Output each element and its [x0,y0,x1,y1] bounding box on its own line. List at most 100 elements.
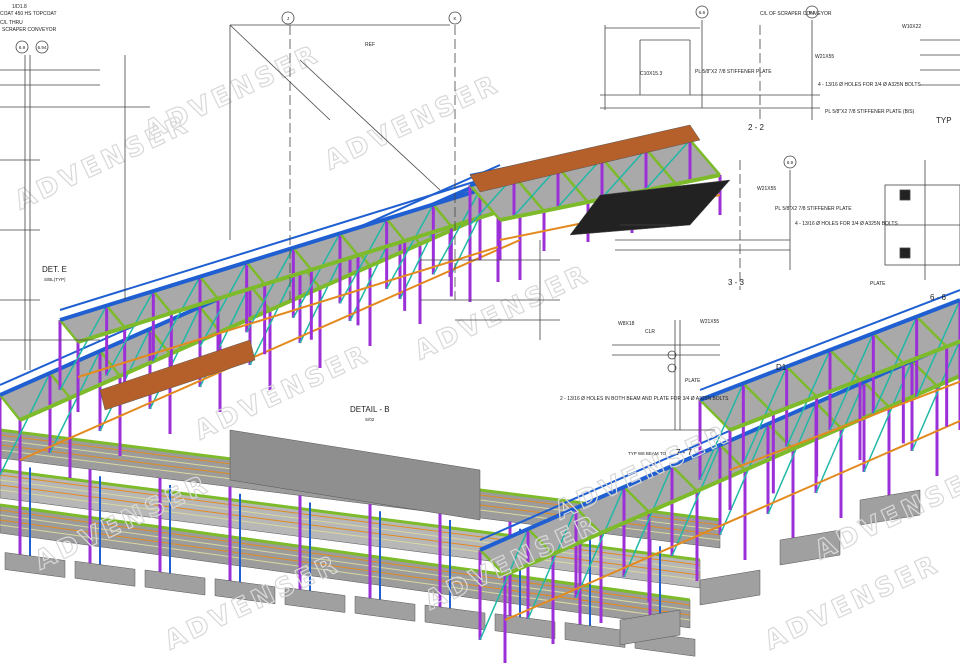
concrete-pedestal [214,578,276,605]
callout-text: W10X22 [902,24,921,30]
conveyor-gallery-upper-brace [339,218,388,304]
transfer-gallery-crossbeam [601,157,633,194]
conveyor-gallery-lower-stringer [19,198,521,422]
conveyor-cover [99,339,256,411]
callout-text: W21X55 [700,319,719,325]
conveyor-gallery-lower-chord [19,239,521,461]
conveyor-gallery-upper-brace [292,232,341,319]
conveyor-gallery-upper-stringer [59,188,481,322]
concrete-pedestal [564,622,626,648]
slab-stripe [0,519,691,616]
conveyor-gallery-upper-chord [77,246,499,378]
linework [0,20,960,431]
transfer-gallery-crossbeam [557,166,589,203]
conveyor-gallery-upper-handrail [59,179,481,311]
section-label: 6 - 6 [930,293,947,302]
conveyor-gallery-upper-brace [152,276,201,362]
conveyor-gallery-right-brace [767,402,817,515]
steel-structure-model [0,124,960,663]
conveyor-gallery-lower-brace [49,350,101,454]
concrete-pedestal [354,595,416,622]
conveyor-gallery-right-brace [575,486,625,599]
conveyor-gallery-upper-brace [106,290,154,376]
conveyor-gallery-right-brace [719,423,769,536]
conveyor-gallery-upper-crossbeam [339,232,359,257]
concrete-pedestal [779,529,841,566]
conveyor-gallery-right-crossbeam [527,528,554,555]
callout-text: PL 5/8"X2 7/8 STIFFENER PLATE (B/S) [825,109,915,115]
callout-text: W21X55 [815,54,834,60]
conveyor-gallery-upper-brace [199,261,248,348]
concrete-pedestal [859,489,921,526]
conveyor-gallery-right-crossbeam [623,486,650,513]
conveyor-gallery-upper-crossbeam [105,304,126,329]
callout-text: W21X55 [757,186,776,192]
watermark-text: ADVENSER [320,69,505,176]
section-label: S/02 [365,417,375,422]
concrete-pedestal [494,613,556,640]
concrete-pedestal [74,560,136,587]
bubble-label: 6.9 [787,160,794,165]
section-label: 3 - 3 [728,278,745,287]
callout-text: 2 - 13/16 Ø HOLES IN BOTH BEAM AND PLATE… [560,396,729,402]
conveyor-gallery-upper-crossbeam [59,319,79,343]
callout-text: W8X18 [618,321,635,327]
transfer-gallery-crossbeam [469,184,501,221]
conveyor-gallery-right-crossbeam [479,549,506,576]
conveyor-gallery-right-upper-stringer [729,339,960,432]
conveyor-gallery-upper-brace [386,204,434,290]
slab-stripe [0,524,691,621]
section-label: 2 - 2 [748,123,765,132]
concrete-pedestal [619,609,681,646]
callout-text: PL 5/8"X2 7/8 STIFFENER PLATE [695,69,772,75]
note-text: REF [365,42,375,48]
conveyor-gallery-right-brace [815,381,865,494]
bubble-label: 6.6 [699,10,706,15]
conveyor-gallery-right-crossbeam [863,381,890,408]
conveyor-gallery-right-brace [911,339,960,452]
conveyor-gallery-upper-brace [59,305,108,391]
conveyor-gallery-right-crossbeam [575,507,602,534]
concrete-pedestal [144,569,206,596]
notes: 1/D1.8 COAT 450 HS TOPCOAT C/L THRU SCRA… [0,4,921,402]
bubble-label: J [287,16,289,21]
conveyor-gallery-right-brace [527,507,577,620]
conveyor-cover [469,124,701,193]
callout-text: 4 - 13/16 Ø HOLES FOR 3/4 Ø A325N BOLTS [818,82,921,88]
conveyor-gallery-upper-crossbeam [385,218,406,242]
slab-stripe [0,489,701,581]
callout-text: PL 5/8"X2 7/8 STIFFENER PLATE [775,206,852,212]
conveyor-gallery-right-stringer [504,373,960,577]
section-labels: DET. E S/BL(TYP) DETAIL - B S/02 2 - 2 3… [42,116,952,457]
section-label: D1 [776,363,787,372]
callout-text: CLR [645,329,655,335]
note-text: COAT 450 HS TOPCOAT [0,11,57,17]
section-label: TYP [936,116,952,125]
transfer-gallery-crossbeam [689,139,721,176]
grid-bubble-labels: 6.9 6.94 J K 6.6 6.9 6.9 [19,10,816,165]
section-label: DET. E [42,265,67,274]
grid-bubbles [15,5,819,169]
conveyor-gallery-right-chord [504,419,960,621]
slab-stripe [0,484,701,576]
slab-stripe [0,479,701,571]
conveyor-gallery-right-upper-chord [729,380,960,471]
hopper-deck [569,179,731,236]
callout-text: PLATE [685,378,701,384]
bubble-label: K [453,16,456,21]
section-label: 7 - 7 [676,448,693,457]
watermark-text: ADVENSER [760,549,945,656]
conveyor-gallery-upper-crossbeam [292,246,313,271]
conveyor-gallery-upper-crossbeam [245,261,266,286]
conveyor-gallery-right-upper-brace [699,383,745,481]
section-label: DETAIL - B [350,405,390,414]
note-text: SCRAPER CONVEYOR [2,27,57,33]
transfer-gallery-brace [557,157,603,208]
callout-text: C/L OF SCRAPER CONVEYOR [760,11,832,17]
callout-text: C10X15.3 [640,71,662,77]
concrete-pedestal [699,569,761,606]
callout-text: PLATE [870,281,886,287]
conveyor-gallery-upper-crossbeam [152,290,173,314]
conveyor-gallery-lower-brace [0,372,51,476]
